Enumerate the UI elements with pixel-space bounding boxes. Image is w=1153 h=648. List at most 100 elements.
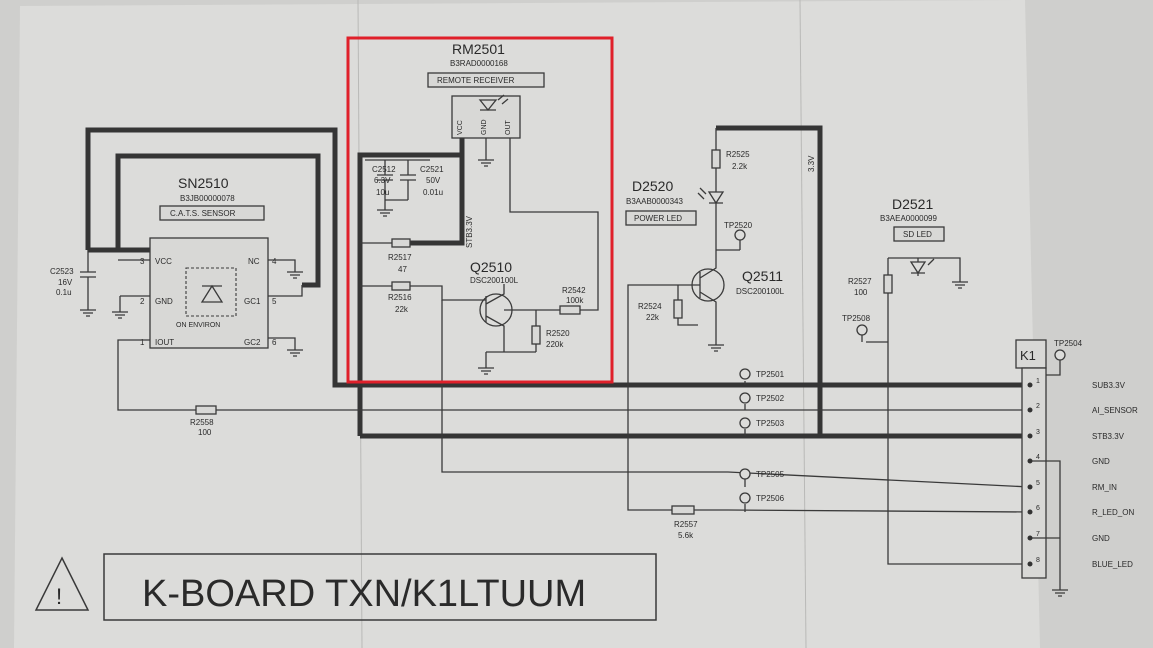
tp2505-label: TP2505 xyxy=(756,470,785,479)
r2558-ref: R2558 xyxy=(190,418,214,427)
ground-icon xyxy=(952,281,968,289)
q2510-part: DSC200100L xyxy=(470,276,519,285)
tp2502-label: TP2502 xyxy=(756,394,785,403)
k1-pin-dot xyxy=(1027,382,1033,388)
sn2510-pinnum-6: 6 xyxy=(272,338,277,347)
d2520-ref: D2520 xyxy=(632,178,673,194)
sn2510-ref: SN2510 xyxy=(178,175,229,191)
ground-icon xyxy=(708,344,724,352)
d2521-label-box xyxy=(893,226,945,242)
tp2505-circle xyxy=(739,468,751,480)
r2527-value: 100 xyxy=(854,288,868,297)
q2511-part: DSC200100L xyxy=(736,287,785,296)
highlight-box xyxy=(346,36,614,384)
r2520-ref: R2520 xyxy=(546,329,570,338)
board-title: K-BOARD TXN/K1LTUUM xyxy=(142,573,586,615)
warning-symbol: ! xyxy=(56,584,62,609)
d2521-part: B3AEA0000099 xyxy=(880,214,937,223)
d2520-label: POWER LED xyxy=(634,214,682,223)
rm2501-label: REMOTE RECEIVER xyxy=(437,76,515,85)
k1-pin-dot xyxy=(1027,509,1033,515)
k1-pin-name: STB3.3V xyxy=(1092,432,1125,441)
tp2506-label: TP2506 xyxy=(756,494,785,503)
k1-pin-number: 6 xyxy=(1036,505,1040,512)
k1-pin-number: 8 xyxy=(1036,557,1040,564)
k1-pin-dot xyxy=(1027,407,1033,413)
rm2501-part: B3RAD0000168 xyxy=(450,59,508,68)
k1-pin-name: AI_SENSOR xyxy=(1092,406,1138,415)
title-block: ! K-BOARD TXN/K1LTUUM xyxy=(34,553,657,621)
r2520-value: 220k xyxy=(546,340,564,349)
r2557-ref: R2557 xyxy=(674,520,698,529)
k1-pin-name: GND xyxy=(1092,457,1110,466)
rm2501-pin-out: OUT xyxy=(505,120,512,136)
test-points: TP2501 TP2502 TP2503 TP2505 TP2506 TP252… xyxy=(716,221,1083,513)
sn2510-pin-iout: IOUT xyxy=(155,338,174,347)
sn2510-pinnum-4: 4 xyxy=(272,257,277,266)
tp2502-circle xyxy=(739,392,751,404)
tp2501-label: TP2501 xyxy=(756,370,785,379)
r2524-value: 22k xyxy=(646,313,660,322)
d2521-ref: D2521 xyxy=(892,196,933,212)
sn2510-pinnum-2: 2 xyxy=(140,297,145,306)
ground-icon xyxy=(287,271,303,279)
k1-pin-dot xyxy=(1027,458,1033,464)
transistor-q2511: Q2511 DSC200100L R2524 22k R2557 5.6k xyxy=(627,264,785,540)
k1-pin-name: RM_IN xyxy=(1092,483,1117,492)
k1-pin-dot xyxy=(1027,433,1033,439)
q2510-ref: Q2510 xyxy=(470,259,512,275)
r2517-ref: R2517 xyxy=(388,253,412,262)
k1-pin-name: GND xyxy=(1092,534,1110,543)
k1-pin-dot xyxy=(1027,484,1033,490)
k1-pin-dot xyxy=(1027,561,1033,567)
ground-icon xyxy=(1052,589,1068,597)
tp2503-circle xyxy=(739,417,751,429)
r2542-value: 100k xyxy=(566,296,584,305)
tp2508-circle xyxy=(856,324,868,336)
fold-line-right xyxy=(799,0,807,648)
net-label-stb: STB3.3V xyxy=(465,215,474,248)
k1-pin-number: 5 xyxy=(1036,480,1040,487)
r2558-value: 100 xyxy=(198,428,212,437)
d2521-sd-led: D2521 B3AEA0000099 SD LED R2527 100 xyxy=(848,196,1030,565)
tp2508-label: TP2508 xyxy=(842,314,871,323)
ground-icon xyxy=(478,159,494,167)
power-nets xyxy=(85,125,1030,439)
sn2510-pin-gc1: GC1 xyxy=(244,297,261,306)
transistor-q2510: Q2510 DSC200100L xyxy=(441,259,728,473)
sn2510-pin-vcc: VCC xyxy=(155,257,172,266)
sn2510-body xyxy=(149,237,269,349)
title-frame xyxy=(103,553,657,621)
r2524-ref: R2524 xyxy=(638,302,662,311)
k1-pin-number: 3 xyxy=(1036,429,1040,436)
net-label-3v3: 3.3V xyxy=(807,155,816,172)
paper-page xyxy=(14,0,1040,648)
d2521-led-icon xyxy=(909,258,935,276)
r2525-ref: R2525 xyxy=(726,150,750,159)
tp2506-circle xyxy=(739,492,751,504)
r2557-value: 5.6k xyxy=(678,531,694,540)
sn2510-sensor-window xyxy=(185,267,237,317)
ground-icon xyxy=(287,349,303,357)
c2523-v1: 16V xyxy=(58,278,73,287)
tp2503-label: TP2503 xyxy=(756,419,785,428)
sn2510-pin-nc: NC xyxy=(248,257,260,266)
sn2510-photodiode-icon xyxy=(200,284,224,303)
k1-pin-number: 2 xyxy=(1036,403,1040,410)
rm2501-ir-diode-icon xyxy=(478,94,509,112)
r2516-value: 22k xyxy=(395,305,409,314)
d2520-power-led: D2520 B3AAB0000343 POWER LED R2525 2.2k … xyxy=(625,128,816,264)
c2521-v1: 50V xyxy=(426,176,441,185)
rm2501-body xyxy=(451,95,521,139)
k1-pin-number: 4 xyxy=(1036,454,1040,461)
c2521-v2: 0.01u xyxy=(423,188,443,197)
r2542-ref: R2542 xyxy=(562,286,586,295)
r2516-ref: R2516 xyxy=(388,293,412,302)
k1-pin-name: BLUE_LED xyxy=(1092,560,1133,569)
rm2501-label-box xyxy=(427,72,545,88)
ground-icon xyxy=(112,311,128,319)
sn2510-sensor: SN2510 B3JB00000078 C.A.T.S. SENSOR ON E… xyxy=(112,175,728,411)
r2517-value: 47 xyxy=(398,265,407,274)
resistors-r2517-r2516: R2517 47 R2516 22k xyxy=(360,238,478,314)
